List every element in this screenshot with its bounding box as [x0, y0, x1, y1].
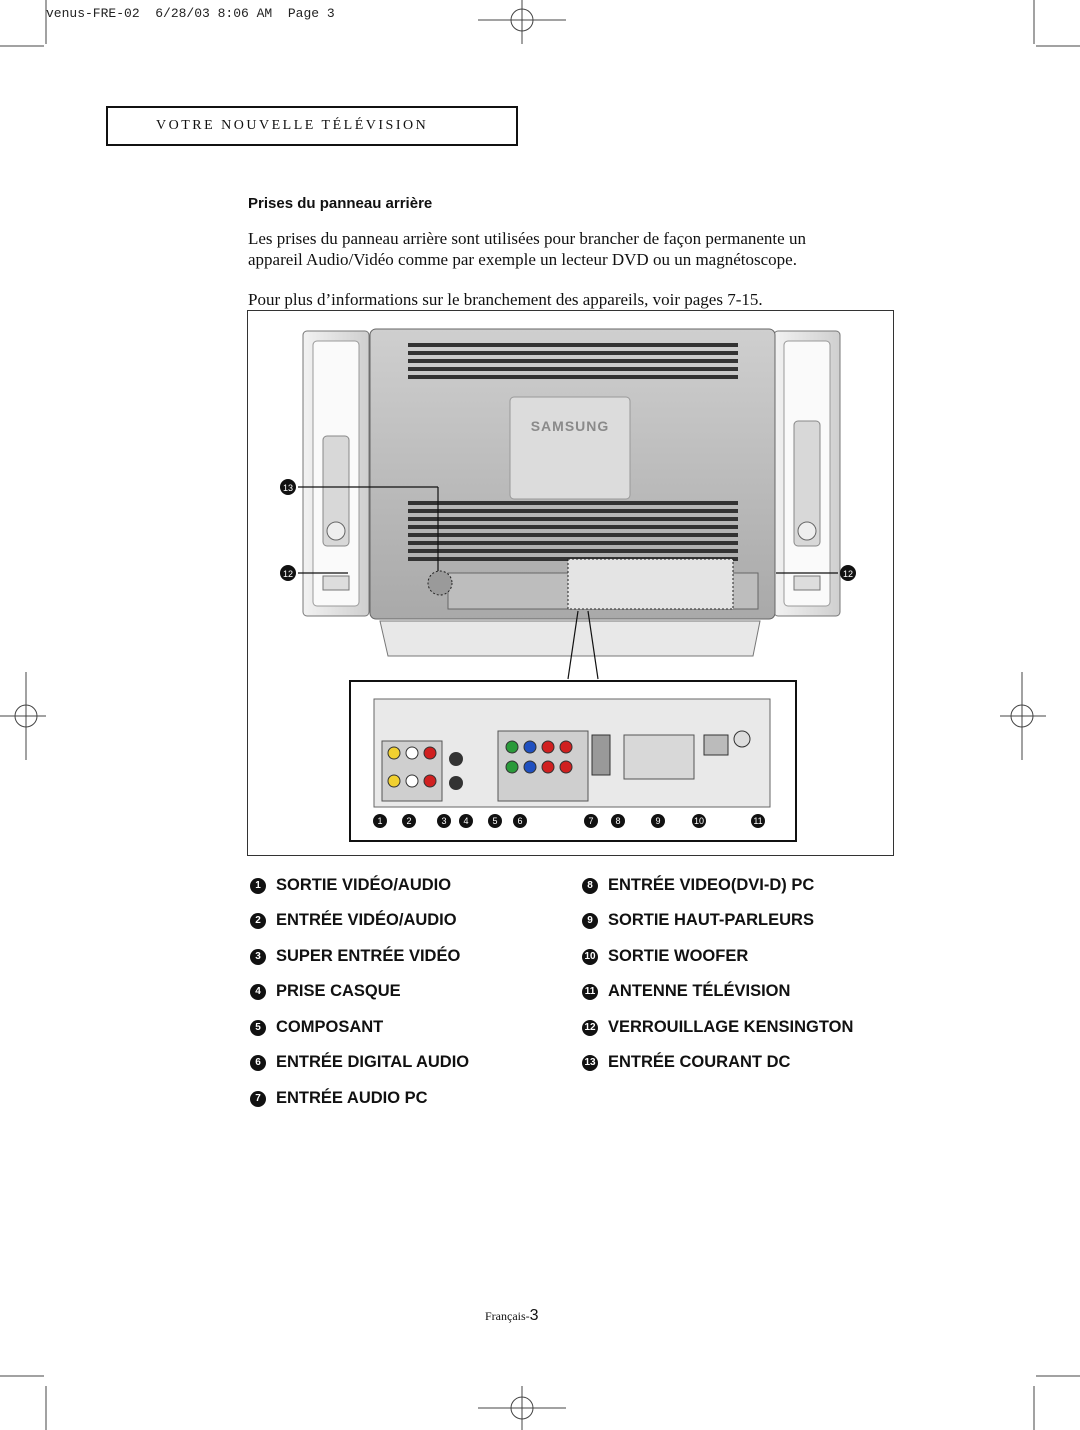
callout-13: 13	[283, 483, 293, 493]
callout-5: 5	[492, 816, 497, 826]
reference-paragraph: Pour plus d’informations sur le branchem…	[248, 290, 763, 309]
callout-10: 10	[694, 816, 704, 826]
callout-7: 7	[588, 816, 593, 826]
callout-8: 8	[615, 816, 620, 826]
intro-paragraph: Les prises du panneau arrière sont utili…	[248, 229, 806, 269]
brand-logo: SAMSUNG	[531, 418, 610, 434]
callout-12-left: 12	[283, 569, 293, 579]
callout-1: 1	[377, 816, 382, 826]
section-title: Prises du panneau arrière	[248, 195, 433, 212]
callout-6: 6	[517, 816, 522, 826]
chapter-title: Votre Nouvelle Télévision	[106, 106, 518, 146]
print-slug: venus-FRE-02 6/28/03 8:06 AM Page 3	[46, 6, 335, 21]
callout-12-right: 12	[843, 569, 853, 579]
callout-3: 3	[441, 816, 446, 826]
jack-groups	[381, 730, 751, 802]
callout-9: 9	[655, 816, 660, 826]
callout-11: 11	[753, 816, 762, 826]
tv-rear-illustration: SAMSUNG 13 12 12	[280, 328, 856, 842]
page-footer: Français-3	[485, 1307, 539, 1324]
left-speaker	[302, 330, 370, 617]
callout-4: 4	[463, 816, 468, 826]
rear-panel-figure: SAMSUNG 13 12 12	[247, 310, 894, 856]
callout-2: 2	[406, 816, 411, 826]
